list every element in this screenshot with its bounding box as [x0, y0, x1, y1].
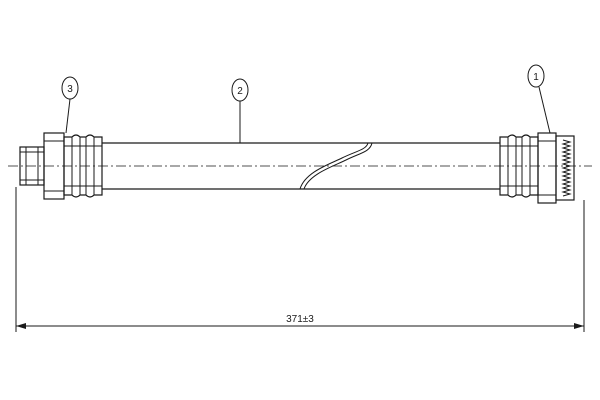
dimension-arrow-right: [574, 323, 584, 329]
callout-2-label: 2: [237, 86, 243, 97]
length-dimension: 371±3: [15, 187, 585, 332]
callout-3: 3: [61, 76, 79, 134]
hose-body: [102, 142, 500, 190]
callout-1-label: 1: [533, 72, 539, 83]
callout-1: 1: [527, 64, 551, 134]
callout-3-label: 3: [67, 84, 73, 95]
dimension-value: 371±3: [286, 314, 314, 325]
right-end-fitting: [499, 132, 575, 204]
callout-2: 2: [231, 78, 249, 143]
dimension-arrow-left: [16, 323, 26, 329]
left-end-fitting: [19, 132, 103, 200]
